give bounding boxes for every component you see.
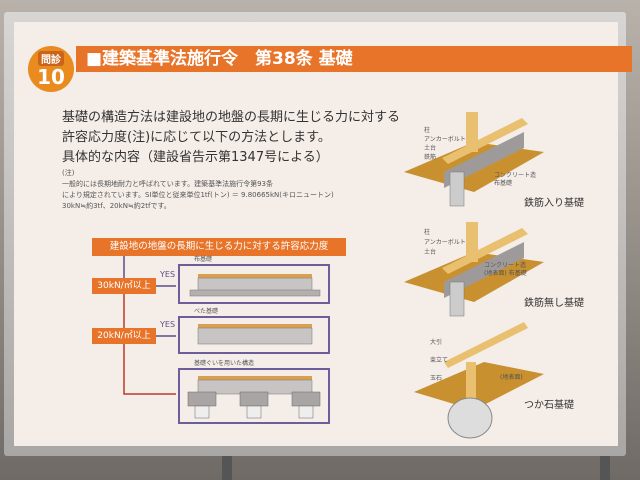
result-box-nuno (178, 264, 330, 304)
foundation-illustrations (404, 112, 544, 439)
yes-label: YES (160, 270, 176, 279)
label: 束立て (430, 357, 449, 364)
badge: 問診 10 (28, 46, 74, 92)
flow-header: 建設地の地盤の長期に生じる力に対する許容応力度 (92, 238, 346, 256)
label: (地表面) (484, 270, 507, 277)
stand-leg (600, 456, 610, 480)
badge-number: 10 (37, 65, 65, 89)
illustration-caption: 鉄筋入り基礎 (524, 198, 584, 209)
label: 布基礎 (494, 180, 513, 187)
label: 柱 (424, 229, 431, 236)
intro-text: 基礎の構造方法は建設地の地盤の長期に生じる力に対する 許容応力度(注)に応じて以… (62, 108, 400, 168)
intro-line: 具体的な内容（建設省告示第1347号による） (62, 150, 329, 165)
note-line: (注) (62, 169, 75, 177)
result-caption: 基礎ぐいを用いた構造 (194, 360, 255, 367)
label: 柱 (424, 127, 431, 134)
label: 玉石 (430, 375, 443, 382)
label: 布基礎 (508, 270, 527, 277)
label: アンカーボルト (424, 136, 466, 143)
result-caption: べた基礎 (194, 308, 219, 315)
stand-leg (222, 456, 232, 480)
intro-line: 許容応力度(注)に応じて以下の方法とします。 (62, 130, 331, 145)
label: 大引 (430, 339, 443, 346)
illustration-labels: 柱 アンカーボルト 土台 (424, 228, 466, 258)
label: 土台 (424, 249, 437, 256)
condition-30kn: 30kN/㎡以上 (92, 278, 156, 294)
note-line: 一般的には長期地耐力と呼ばれています。建築基準法施行令第93条 (62, 180, 273, 188)
note-line: 30kN≒約3tf、20kN≒約2tfです。 (62, 202, 171, 210)
footnote: (注) 一般的には長期地耐力と呼ばれています。建築基準法施行令第93条 により規… (62, 168, 334, 212)
result-caption: 布基礎 (194, 256, 213, 263)
illustration-labels: 柱 アンカーボルト 土台 鉄筋 (424, 126, 466, 162)
condition-20kn: 20kN/㎡以上 (92, 328, 156, 344)
label: 鉄筋 (424, 154, 437, 161)
label: (地表面) (500, 374, 523, 381)
intro-line: 基礎の構造方法は建設地の地盤の長期に生じる力に対する (62, 110, 401, 125)
label: コンクリート造 (484, 262, 527, 269)
flow-arrows (123, 256, 176, 395)
illustration-labels: コンクリート造 布基礎 (494, 172, 536, 188)
illustration-caption: つか石基礎 (524, 400, 574, 411)
illustration-caption: 鉄筋無し基礎 (524, 298, 584, 309)
badge-label: 問診 (38, 51, 64, 66)
page-title: ■建築基準法施行令 第38条 基礎 (76, 46, 632, 72)
poster: 問診 10 ■建築基準法施行令 第38条 基礎 基礎の構造方法は建設地の地盤の長… (14, 22, 632, 446)
label: コンクリート造 (494, 172, 537, 179)
illustration-labels: 大引 束立て 玉石 (430, 334, 448, 388)
result-box-beta (178, 316, 330, 354)
label: アンカーボルト (424, 239, 466, 246)
result-box-pile (178, 368, 330, 424)
label: 土台 (424, 145, 437, 152)
yes-label: YES (160, 320, 176, 329)
note-line: により規定されています。SI単位と従来単位1tf(トン) ＝ 9.80665kN… (62, 191, 334, 199)
illustration-labels: コンクリート造 (地表面) 布基礎 (484, 262, 527, 278)
